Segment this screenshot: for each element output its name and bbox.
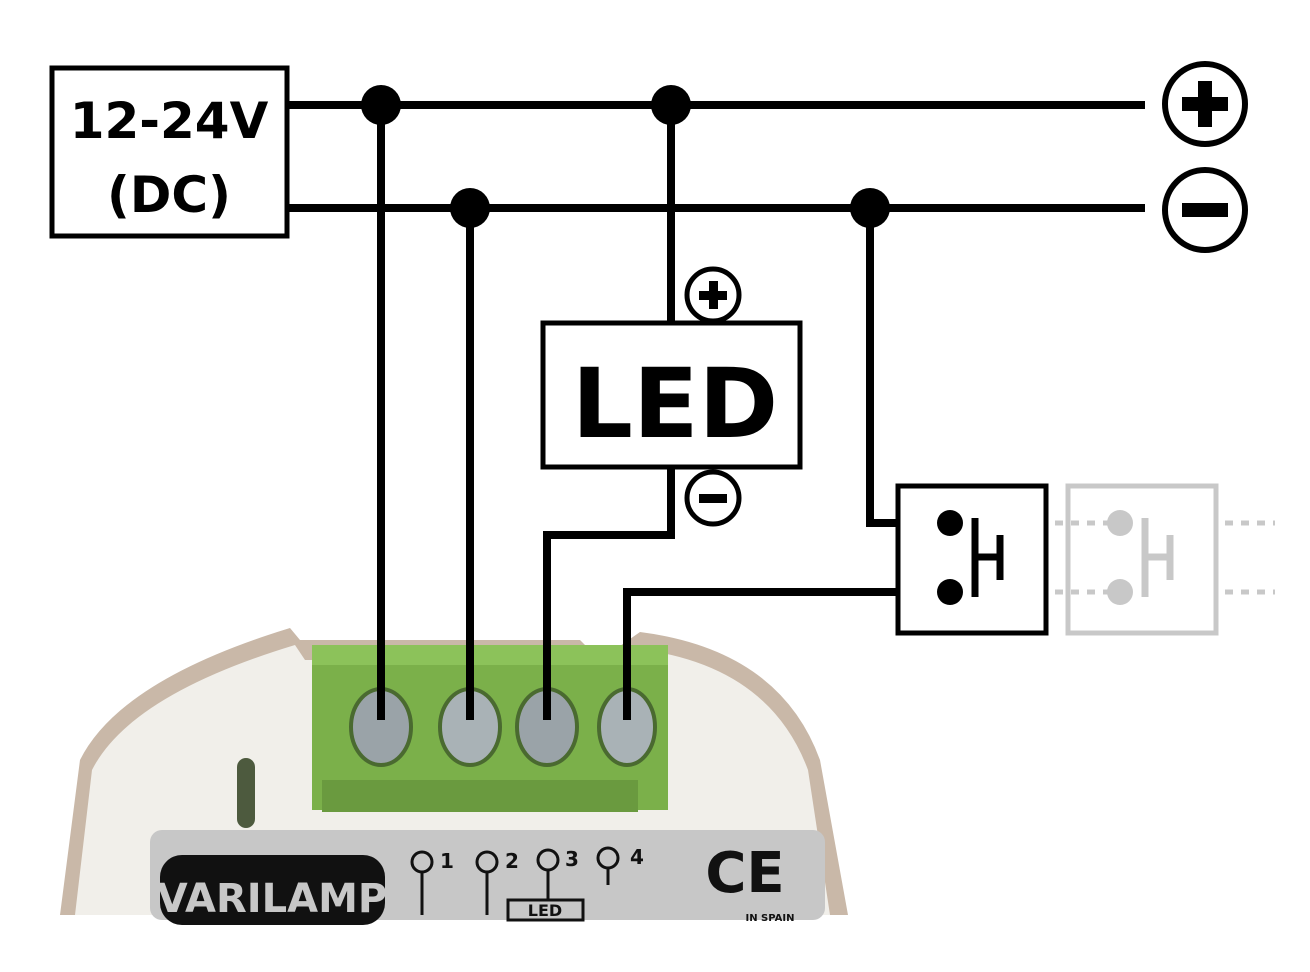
minus-icon [1162, 167, 1248, 253]
led-mark: LED [528, 901, 562, 920]
dc-label: (DC) [107, 166, 231, 224]
power-supply: 12-24V (DC) [49, 65, 290, 239]
push-button-switch [895, 483, 1049, 636]
dimmer-device: VARILAMP 1 2 3 4 LED CE IN SPAIN [60, 628, 848, 925]
terminal-label-3: 3 [565, 847, 579, 871]
terminal-labels: 1 2 3 4 [440, 845, 644, 873]
junctions [361, 85, 890, 228]
brand-text: VARILAMP [157, 876, 387, 922]
wire-switch [866, 208, 950, 527]
terminal-screws [349, 687, 657, 767]
led-label: LED [572, 348, 778, 460]
wire-led-minus [543, 467, 675, 720]
brand-badge [160, 855, 385, 925]
terminal-label-1: 1 [440, 849, 454, 873]
ce-mark: CE [705, 841, 784, 906]
optional-switch-ghost [1055, 483, 1275, 636]
made-in-text: IN SPAIN [745, 913, 794, 924]
wires [285, 101, 1145, 720]
terminal-label-2: 2 [505, 849, 519, 873]
led-minus-icon [684, 469, 742, 527]
voltage-label: 12-24V [70, 92, 269, 150]
wire-terminal-4 [623, 588, 950, 720]
plus-icon [1162, 61, 1248, 147]
device-slot [237, 758, 255, 828]
led-plus-icon [684, 266, 742, 324]
terminal-label-4: 4 [630, 845, 644, 869]
led-module: LED [540, 266, 803, 527]
